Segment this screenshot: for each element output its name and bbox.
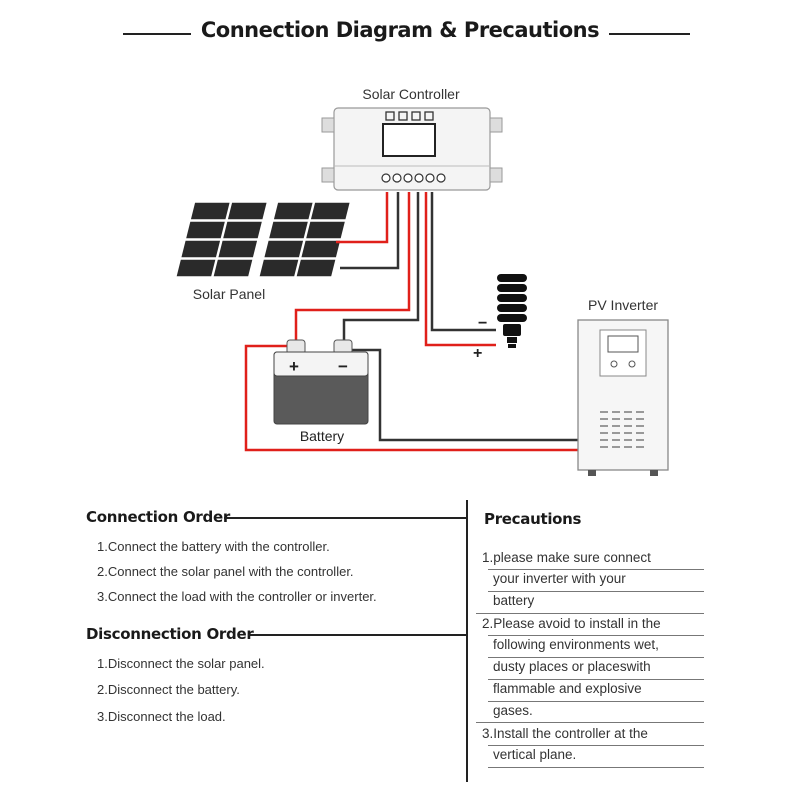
precaution-line: your inverter with your <box>493 571 626 586</box>
precaution-rule <box>488 745 704 746</box>
battery-label: Battery <box>300 428 344 444</box>
precaution-line: gases. <box>493 703 533 718</box>
precaution-rule <box>488 591 704 592</box>
controller-label: Solar Controller <box>362 86 460 102</box>
connection-order-rule <box>224 517 466 519</box>
wires <box>244 192 580 452</box>
solar-panel-label: Solar Panel <box>193 286 265 302</box>
precaution-rule <box>476 613 704 614</box>
precaution-line: flammable and explosive <box>493 681 642 696</box>
precaution-line: dusty places or placeswith <box>493 659 651 674</box>
precaution-line: vertical plane. <box>493 747 577 762</box>
title-bar: Connection Diagram & Precautions <box>0 14 800 54</box>
precaution-rule <box>488 701 704 702</box>
precaution-rule <box>488 569 704 570</box>
title-rule-left <box>123 33 223 35</box>
disconnection-order-heading: Disconnection Order <box>86 625 254 643</box>
precaution-rule <box>488 657 704 658</box>
battery <box>273 339 369 425</box>
controller-buttons <box>385 111 434 121</box>
precaution-line: battery <box>493 593 535 608</box>
wire-load-positive <box>424 192 496 347</box>
wire-inverter-negative <box>350 348 580 442</box>
precautions-heading: Precautions <box>484 510 582 528</box>
precaution-line: following environments wet, <box>493 637 659 652</box>
wire-panel-positive <box>336 192 389 244</box>
precaution-line: 3.Install the controller at the <box>482 726 648 741</box>
precaution-rule <box>488 635 704 636</box>
battery-minus-sign: − <box>338 357 348 376</box>
cfl-bulb-icon <box>497 274 527 348</box>
load-plus-sign: + <box>473 345 482 362</box>
disconnection-step-2: 2.Disconnect the battery. <box>97 682 240 697</box>
connection-step-2: 2.Connect the solar panel with the contr… <box>97 564 354 579</box>
controller-screen <box>382 123 436 157</box>
battery-plus-sign: + <box>289 357 299 376</box>
wire-battery-negative <box>342 192 420 340</box>
inverter-vents <box>600 411 644 448</box>
precaution-rule <box>476 722 704 723</box>
controller-terminals <box>381 173 446 183</box>
pv-inverter <box>577 319 669 476</box>
wire-load-negative <box>430 192 496 332</box>
connection-order-heading: Connection Order <box>86 508 230 526</box>
connection-step-3: 3.Connect the load with the controller o… <box>97 589 377 604</box>
section-divider <box>466 500 468 782</box>
load-minus-sign: − <box>478 315 487 332</box>
precaution-line: 1.please make sure connect <box>482 550 651 565</box>
disconnection-step-3: 3.Disconnect the load. <box>97 709 226 724</box>
precaution-rule <box>488 679 704 680</box>
connection-diagram: Solar Controller <box>174 86 669 476</box>
precaution-rule <box>488 767 704 768</box>
wire-battery-positive <box>294 192 411 340</box>
inverter-label: PV Inverter <box>588 297 658 313</box>
connection-step-1: 1.Connect the battery with the controlle… <box>97 539 330 554</box>
solar-controller <box>321 107 503 191</box>
solar-panel <box>174 201 352 278</box>
page-title: Connection Diagram & Precautions <box>0 18 800 42</box>
disconnection-order-rule <box>248 634 466 636</box>
wire-inverter-positive <box>244 344 580 452</box>
title-rule-right <box>592 33 690 35</box>
disconnection-step-1: 1.Disconnect the solar panel. <box>97 656 265 671</box>
precaution-line: 2.Please avoid to install in the <box>482 616 661 631</box>
wire-panel-negative <box>340 192 400 270</box>
